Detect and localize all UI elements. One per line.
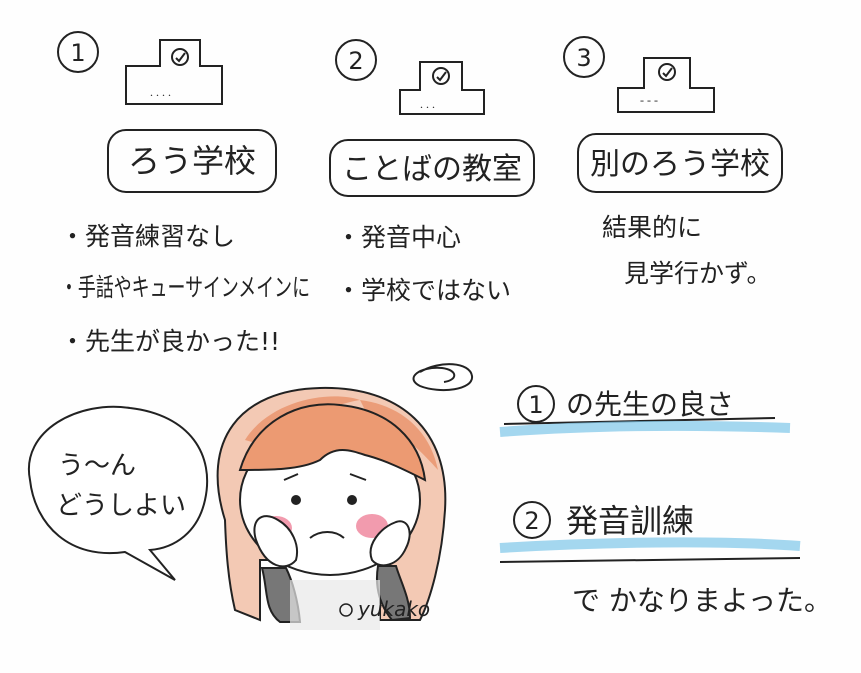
section-1-number: 1 <box>70 39 85 67</box>
shirt <box>290 580 380 630</box>
section-3-title-box <box>577 133 783 193</box>
section-3-line-1: 結果的に <box>602 213 702 242</box>
girl-character <box>216 363 473 630</box>
section-3-line-2: 見学行かず。 <box>624 259 772 288</box>
section-1: 1 . . . . ろう学校 ・発音練習なし ・手話やキューサインメインに ・先… <box>57 31 310 356</box>
signature-text: yukako <box>357 597 430 621</box>
school-building-icon: - - - <box>617 57 715 113</box>
worry-swirl-icon <box>412 363 473 392</box>
school-building-icon: . . . . <box>125 39 223 105</box>
conclusion-item-2-number: 2 <box>524 507 539 535</box>
conclusion-item-1-text: の先生の良さ <box>566 388 734 421</box>
school-building-icon: . . . <box>399 61 485 115</box>
section-2-number-circle <box>335 39 377 81</box>
speech-bubble-line-2: どうしよい <box>56 491 186 521</box>
right-hand <box>369 520 411 567</box>
speech-bubble-line-1: う〜ん <box>58 451 136 481</box>
section-1-number-circle <box>57 31 99 73</box>
speech-bubble: う〜ん どうしよい <box>27 405 209 581</box>
section-1-bullet-3: ・先生が良かった!! <box>60 327 280 356</box>
conclusion-item-1-number: 1 <box>528 391 543 419</box>
section-3-number: 3 <box>576 44 591 72</box>
right-eye <box>347 495 357 505</box>
section-2-number: 2 <box>348 47 363 75</box>
svg-text:- - -: - - - <box>640 93 658 107</box>
bangs <box>238 403 427 482</box>
conclusion-item-2-circle <box>513 501 551 539</box>
mouth <box>309 531 345 539</box>
svg-text:. . .: . . . <box>420 97 435 111</box>
underline-1 <box>503 417 776 425</box>
section-1-bullet-2: ・手話やキューサインメインに <box>60 273 310 302</box>
section-1-title: ろう学校 <box>128 142 256 180</box>
left-eyebrow <box>283 473 299 481</box>
left-hand <box>253 515 298 568</box>
underline-2-highlight <box>499 537 801 553</box>
section-2-title: ことばの教室 <box>342 152 522 187</box>
underline-2 <box>499 557 801 563</box>
conclusion-item-1-circle <box>517 385 555 423</box>
section-1-title-box <box>107 129 277 193</box>
right-eyebrow <box>349 473 367 481</box>
conclusion-closing: で かなりまよった。 <box>572 584 832 617</box>
left-eye <box>291 495 301 505</box>
conclusion-item-2-text: 発音訓練 <box>566 502 694 540</box>
heart-circle-icon <box>339 603 353 617</box>
conclusion: 1 の先生の良さ 2 発音訓練 で かなりまよった。 <box>499 385 832 617</box>
section-2: 2 . . . ことばの教室 ・発音中心 ・学校ではない <box>329 39 535 305</box>
section-3-title: 別のろう学校 <box>590 147 770 182</box>
signature: yukako <box>339 597 430 621</box>
section-2-bullet-1: ・発音中心 <box>336 223 461 252</box>
section-3: 3 - - - 別のろう学校 結果的に 見学行かず。 <box>563 36 783 288</box>
underline-1-highlight <box>499 420 791 437</box>
section-2-bullet-2: ・学校ではない <box>336 276 511 305</box>
section-2-title-box <box>329 139 535 197</box>
section-3-number-circle <box>563 36 605 78</box>
section-1-bullet-1: ・発音練習なし <box>60 222 235 251</box>
svg-text:. . . .: . . . . <box>150 85 171 99</box>
